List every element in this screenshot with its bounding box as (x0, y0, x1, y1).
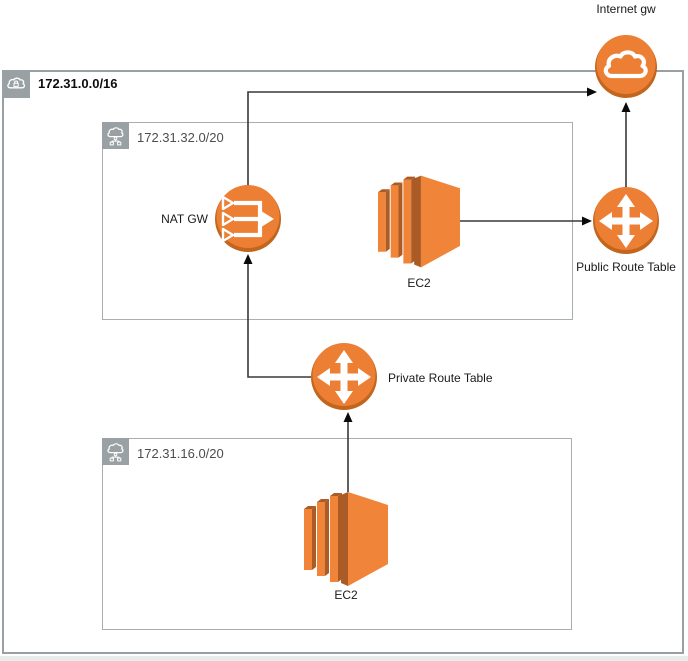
public-route-table-node[interactable] (592, 187, 660, 255)
private-route-table-node[interactable] (310, 343, 378, 411)
vpc-container[interactable] (2, 70, 684, 654)
internet-gateway-label: Internet gw (596, 2, 656, 16)
vpc-cidr-label: 172.31.0.0/16 (38, 76, 118, 91)
ec2-private-label: EC2 (334, 588, 358, 602)
ec2-instance-icon (304, 492, 388, 586)
canvas-bottom-edge (0, 656, 688, 661)
internet-gateway-cloud-icon (595, 35, 657, 98)
internet-gateway-node[interactable] (594, 35, 658, 99)
edge-natgw-to-internetgw[interactable] (247, 87, 597, 188)
edge-publicrt-to-internetgw[interactable] (621, 102, 631, 188)
ec2-public-node[interactable] (378, 175, 460, 268)
subnet-public-cidr-label: 172.31.32.0/20 (137, 130, 224, 145)
ec2-instance-icon (378, 175, 460, 268)
private-route-table-label: Private Route Table (388, 371, 493, 385)
nat-gateway-label: NAT GW (161, 212, 208, 226)
nat-gateway-icon (215, 185, 281, 252)
subnet-private-cidr-label: 172.31.16.0/20 (137, 446, 224, 461)
route-table-icon (311, 343, 377, 410)
subnet-icon (102, 438, 129, 465)
ec2-public-label: EC2 (407, 276, 431, 290)
edge-ec2public-to-publicrt[interactable] (460, 216, 592, 226)
route-table-icon (593, 187, 659, 254)
subnet-private-container[interactable] (102, 438, 572, 630)
edge-privatert-to-natgw[interactable] (243, 254, 312, 378)
vpc-icon (2, 70, 30, 98)
nat-gateway-node[interactable] (214, 185, 282, 253)
ec2-private-node[interactable] (304, 492, 388, 586)
subnet-icon (102, 122, 129, 149)
edge-ec2private-to-privatert[interactable] (343, 412, 353, 492)
public-route-table-label: Public Route Table (576, 260, 676, 274)
